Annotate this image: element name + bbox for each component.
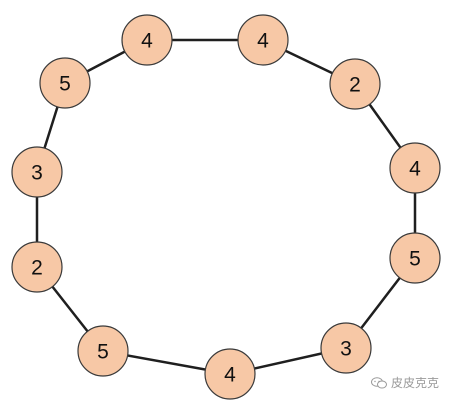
node-n11: 5 [39,57,91,109]
node-circle [237,14,289,66]
node-n2: 4 [237,14,289,66]
ring-nodes: 4 4 2 4 5 3 4 5 2 3 5 [11,14,441,400]
node-n5: 5 [389,232,441,284]
node-n1: 4 [121,14,173,66]
node-circle [121,14,173,66]
node-label: 2 [349,74,361,97]
node-circle [329,58,381,110]
node-n10: 3 [11,146,63,198]
node-n8: 5 [77,325,129,377]
node-circle [389,142,441,194]
node-label: 4 [257,30,269,53]
node-label: 5 [409,248,421,271]
node-label: 4 [409,158,421,181]
node-label: 5 [97,341,109,364]
node-label: 5 [59,73,71,96]
node-circle [11,241,63,293]
node-n7: 4 [204,348,256,400]
node-n6: 3 [320,322,372,374]
node-circle [389,232,441,284]
node-label: 2 [31,257,43,280]
node-n3: 2 [329,58,381,110]
watermark: 皮皮克克 [371,374,439,391]
node-n4: 4 [389,142,441,194]
node-label: 4 [141,30,153,53]
node-label: 4 [224,364,236,387]
node-circle [39,57,91,109]
node-circle [320,322,372,374]
watermark-text: 皮皮克克 [391,376,440,390]
node-n9: 2 [11,241,63,293]
node-circle [77,325,129,377]
node-circle [204,348,256,400]
node-label: 3 [31,162,43,185]
node-circle [11,146,63,198]
node-label: 3 [340,338,352,361]
wechat-icon [371,376,387,388]
